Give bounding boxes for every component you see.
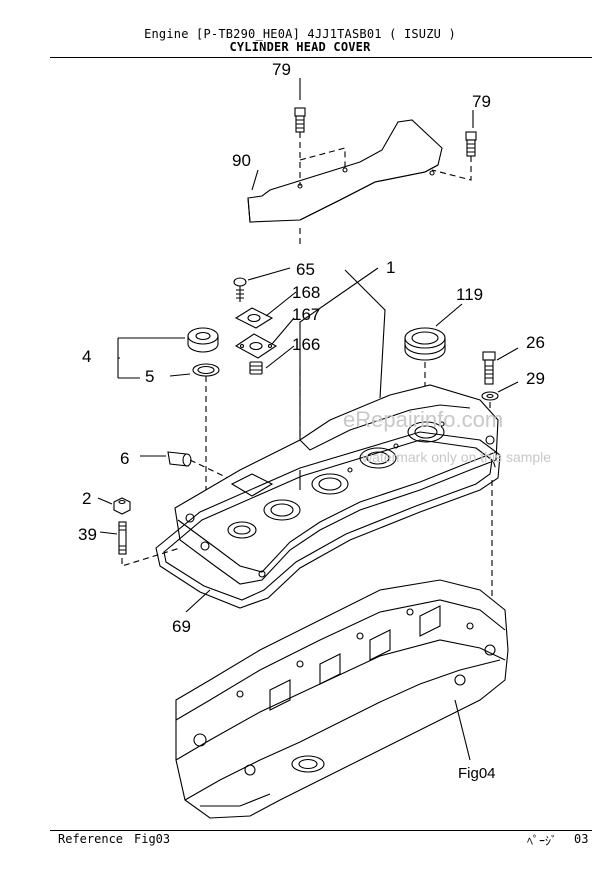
label-90: 90 bbox=[232, 151, 251, 170]
part-65-screw bbox=[233, 277, 247, 302]
label-79-right: 79 bbox=[472, 92, 491, 111]
watermark-site: eRepairinfo.com bbox=[343, 407, 503, 432]
label-29: 29 bbox=[526, 369, 545, 388]
label-1: 1 bbox=[386, 258, 395, 277]
part-1-cylinder-head-cover bbox=[174, 384, 499, 585]
label-26: 26 bbox=[526, 333, 545, 352]
part-79-bolt-right bbox=[465, 131, 477, 157]
part-168-retainer bbox=[234, 307, 274, 329]
label-167: 167 bbox=[292, 305, 320, 324]
label-6: 6 bbox=[120, 449, 129, 468]
label-166: 166 bbox=[292, 335, 320, 354]
footer-reference: Reference bbox=[58, 832, 124, 846]
part-2-nut bbox=[113, 497, 131, 515]
part-6-breather-pipe bbox=[167, 451, 192, 467]
footer-rule bbox=[50, 830, 592, 831]
footer-fig: Fig03 bbox=[134, 832, 171, 846]
part-4-oil-cap bbox=[187, 327, 219, 353]
label-119: 119 bbox=[456, 285, 483, 304]
label-fig04: Fig04 bbox=[458, 765, 496, 782]
part-29-washer bbox=[481, 391, 499, 401]
label-39: 39 bbox=[78, 525, 97, 544]
part-167-gasket bbox=[234, 333, 278, 359]
label-4: 4 bbox=[82, 347, 91, 366]
label-79-left: 79 bbox=[272, 60, 291, 79]
part-69-gasket bbox=[155, 431, 501, 609]
assembly-lines-top bbox=[299, 132, 472, 248]
footer-page-number: 03 bbox=[574, 832, 589, 846]
part-5-oil-cap-seal bbox=[192, 363, 220, 377]
label-2: 2 bbox=[82, 489, 91, 508]
page-title: CYLINDER HEAD COVER bbox=[229, 40, 371, 54]
label-69: 69 bbox=[172, 617, 191, 636]
label-5: 5 bbox=[145, 367, 154, 386]
label-65: 65 bbox=[296, 260, 315, 279]
header-rule bbox=[50, 57, 592, 58]
cylinder-head-block bbox=[175, 579, 509, 819]
header-engine-line: Engine [P-TB290_HE0A] 4JJ1TASB01 ( ISUZU… bbox=[144, 27, 456, 41]
part-79-bolt-left bbox=[294, 107, 306, 133]
part-119-seal bbox=[404, 327, 446, 361]
part-26-bolt bbox=[482, 351, 496, 385]
part-39-stud bbox=[118, 521, 127, 555]
part-166-spring bbox=[249, 361, 263, 375]
label-168: 168 bbox=[292, 283, 320, 302]
part-90-cover-plate bbox=[247, 119, 443, 223]
watermark-note: watermark only on this sample bbox=[361, 449, 551, 465]
footer-page-label: ﾍﾟｰｼﾞ bbox=[527, 834, 558, 848]
